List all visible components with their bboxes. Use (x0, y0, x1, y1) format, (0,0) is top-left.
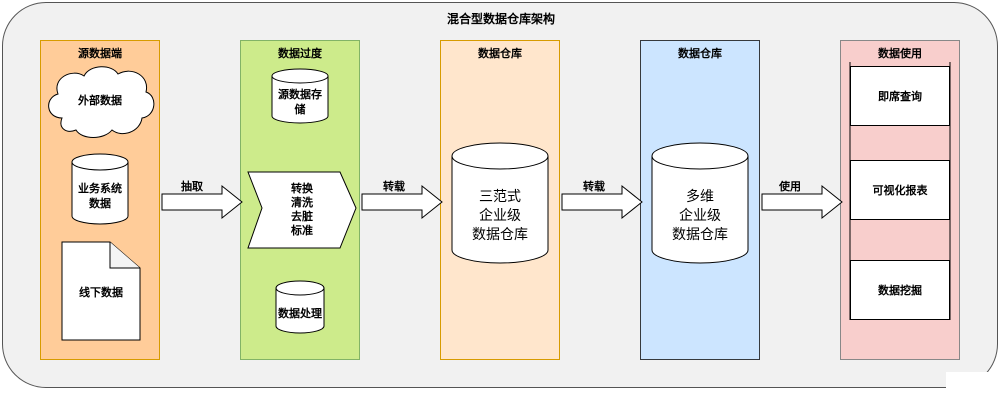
column-warehouse-3nf-title: 数据仓库 (478, 47, 522, 60)
process-label: 转换 清洗 去脏 标准 (291, 182, 313, 237)
cylinder-shape-business (71, 153, 129, 225)
cylinder-shape-3nf (451, 142, 549, 264)
data-handling-label: 数据处理 (278, 306, 322, 320)
arrow-load-1-label: 转载 (383, 180, 405, 193)
cloud-shape-external (48, 66, 155, 138)
document-fold (109, 242, 140, 269)
warehouse-dim-label: 多维 企业级 数据仓库 (672, 188, 728, 243)
usage-item-adhoc-query: 即席查询 (850, 66, 950, 126)
arrow-load-1 (361, 184, 443, 220)
cylinder-shape-dimensional (651, 142, 749, 264)
corner-mask (946, 372, 998, 394)
diagram-title: 混合型数据仓库架构 (446, 12, 555, 26)
cylinder-shape-data-handling (275, 280, 325, 334)
process-chevron-shape (247, 171, 357, 249)
usage-item-visual-report: 可视化报表 (850, 160, 950, 220)
column-warehouse-dim-title: 数据仓库 (678, 47, 722, 60)
column-source-title: 源数据端 (78, 47, 122, 60)
arrow-load-2-label: 转载 (583, 180, 605, 193)
cylinder-shape-source-storage (271, 68, 329, 124)
arrow-use-label: 使用 (779, 180, 801, 193)
arrow-load-2 (561, 184, 643, 220)
external-data-label: 外部数据 (78, 93, 122, 107)
business-data-label: 业务系统 数据 (78, 182, 122, 210)
usage-item-data-mining: 数据挖掘 (850, 260, 950, 320)
warehouse-3nf-label: 三范式 企业级 数据仓库 (472, 188, 528, 243)
source-storage-label: 源数据存 储 (278, 88, 322, 116)
arrow-use (761, 184, 843, 220)
arrow-extract (161, 184, 243, 220)
column-usage-title: 数据使用 (878, 47, 922, 60)
column-transition-title: 数据过度 (278, 47, 322, 60)
offline-data-label: 线下数据 (79, 285, 123, 299)
arrow-extract-label: 抽取 (181, 180, 203, 193)
